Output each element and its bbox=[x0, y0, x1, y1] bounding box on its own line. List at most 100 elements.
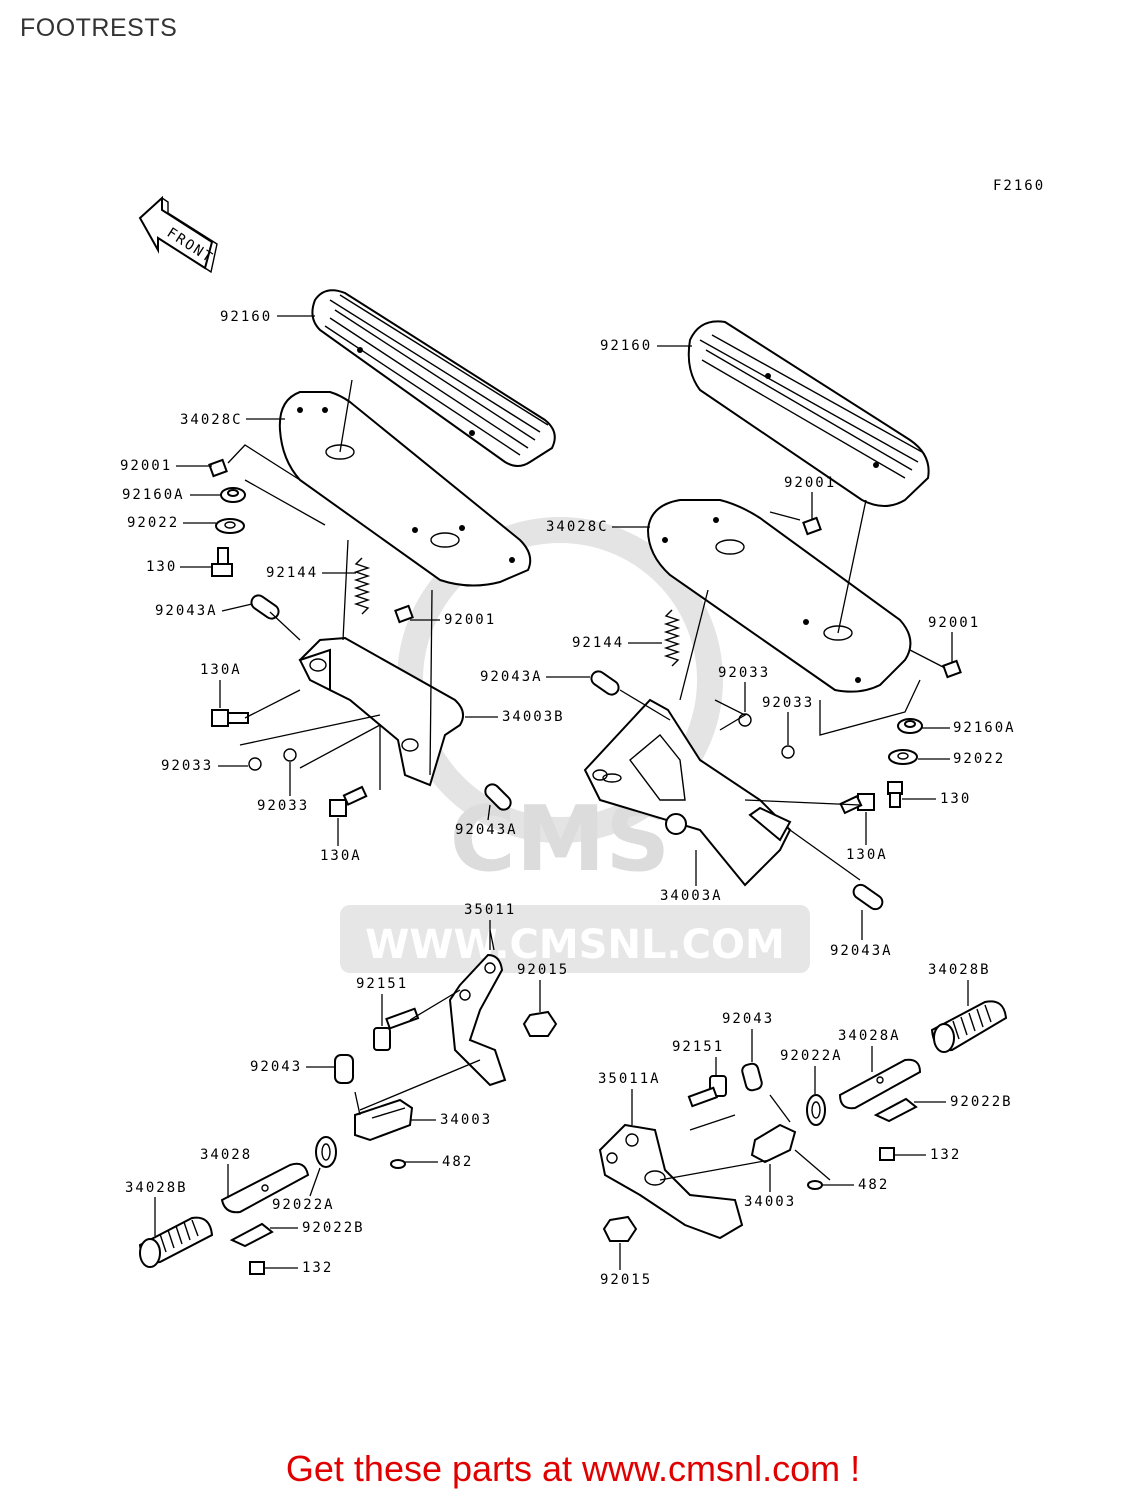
label-92160: 92160 bbox=[220, 309, 272, 325]
label-92033-c: 92033 bbox=[718, 665, 770, 681]
label-92043a-d: 92043A bbox=[830, 943, 893, 959]
label-130: 130 bbox=[146, 559, 177, 575]
figure-code: F2160 bbox=[993, 178, 1045, 194]
washer-92160a-icon bbox=[220, 487, 246, 503]
front-arrow-icon: FRONT bbox=[138, 195, 218, 274]
label-130a: 130A bbox=[200, 662, 242, 678]
bolt-130a-b-icon bbox=[329, 785, 368, 817]
left-floorboard-rubber bbox=[311, 289, 556, 467]
label-34028a: 34028A bbox=[838, 1028, 901, 1044]
clip-92033-icon bbox=[248, 748, 297, 771]
label-92160-b: 92160 bbox=[600, 338, 652, 354]
bolt-92151-b-icon bbox=[687, 1075, 727, 1108]
pin-92043-icon bbox=[334, 1054, 354, 1084]
bolt-130a-icon bbox=[211, 709, 249, 727]
label-92001-b: 92001 bbox=[444, 612, 496, 628]
left-leader-lines bbox=[227, 444, 381, 790]
label-92001-d: 92001 bbox=[928, 615, 980, 631]
exploded-parts-diagram: CMS WWW.CMSNL.COM F2160 FRONT bbox=[120, 178, 1045, 1288]
bracket-35011a bbox=[598, 1123, 744, 1240]
part-labels: 92160 34028C 92001 92160A 92022 130 9214… bbox=[120, 309, 1014, 1288]
label-482-b: 482 bbox=[858, 1177, 889, 1193]
label-92151-b: 92151 bbox=[672, 1039, 724, 1055]
bolt-130-icon bbox=[211, 547, 233, 577]
right-peg-leaders bbox=[659, 1094, 831, 1181]
plate-92022b-b-icon bbox=[873, 1097, 918, 1123]
label-482: 482 bbox=[442, 1154, 473, 1170]
label-92022b: 92022B bbox=[302, 1220, 365, 1236]
bracket-35011 bbox=[448, 953, 507, 1087]
label-35011a: 35011A bbox=[598, 1071, 661, 1087]
peg-34028-icon bbox=[220, 1162, 310, 1214]
label-34028c-b: 34028C bbox=[546, 519, 609, 535]
plate-92022b-icon bbox=[229, 1222, 274, 1248]
left-spring bbox=[353, 557, 371, 615]
label-92043-b: 92043 bbox=[722, 1011, 774, 1027]
label-92022a: 92022A bbox=[272, 1197, 335, 1213]
left-bracket-34003b bbox=[298, 539, 465, 787]
label-92144-b: 92144 bbox=[572, 635, 624, 651]
label-92001: 92001 bbox=[120, 458, 172, 474]
label-132: 132 bbox=[302, 1260, 333, 1276]
clip-92033-c-icon bbox=[738, 713, 795, 759]
bolt-132-icon bbox=[249, 1261, 265, 1275]
label-92033: 92033 bbox=[161, 758, 213, 774]
label-92022-b: 92022 bbox=[953, 751, 1005, 767]
label-35011: 35011 bbox=[464, 902, 516, 918]
right-spring bbox=[663, 609, 681, 667]
washer-92022a-icon bbox=[315, 1136, 337, 1168]
label-92022b-b: 92022B bbox=[950, 1094, 1013, 1110]
label-92033-b: 92033 bbox=[257, 798, 309, 814]
label-34003b: 34003B bbox=[502, 709, 565, 725]
label-92022: 92022 bbox=[127, 515, 179, 531]
pin-92043a-c-icon bbox=[590, 670, 620, 696]
label-130a-c: 130A bbox=[846, 847, 888, 863]
label-92015-b: 92015 bbox=[600, 1272, 652, 1288]
bolt-92001-b-icon bbox=[394, 604, 414, 624]
label-34028: 34028 bbox=[200, 1147, 252, 1163]
bolt-132-b-icon bbox=[879, 1147, 895, 1161]
right-leader-lines bbox=[619, 511, 946, 881]
label-92043a-c: 92043A bbox=[480, 669, 543, 685]
label-132-b: 132 bbox=[930, 1147, 961, 1163]
label-92144: 92144 bbox=[266, 565, 318, 581]
label-92033-d: 92033 bbox=[762, 695, 814, 711]
right-bracket-34003a bbox=[583, 589, 792, 887]
label-34003a: 34003A bbox=[660, 888, 723, 904]
label-130-b: 130 bbox=[940, 791, 971, 807]
label-130a-b: 130A bbox=[320, 848, 362, 864]
pin-92043a-icon bbox=[250, 594, 280, 620]
footer-link-text[interactable]: Get these parts at www.cmsnl.com ! bbox=[285, 1448, 861, 1489]
right-floorboard-rubber bbox=[687, 320, 930, 507]
pin-92043-b-icon bbox=[741, 1062, 763, 1092]
label-34028b: 34028B bbox=[125, 1180, 188, 1196]
pin-92043a-d-icon bbox=[852, 883, 884, 911]
nut-92015-b-icon bbox=[602, 1215, 638, 1242]
nut-92015-icon bbox=[522, 1010, 558, 1037]
washer-92160a-b-icon bbox=[897, 718, 923, 734]
label-92043a: 92043A bbox=[155, 603, 218, 619]
washer-92022a-b-icon bbox=[806, 1094, 826, 1126]
label-34028c: 34028C bbox=[180, 412, 243, 428]
bolt-130-b-icon bbox=[887, 781, 903, 808]
label-92022a-b: 92022A bbox=[780, 1048, 843, 1064]
label-92043: 92043 bbox=[250, 1059, 302, 1075]
left-peg-leaders bbox=[354, 929, 495, 1116]
label-34003: 34003 bbox=[440, 1112, 492, 1128]
bolt-92001-icon bbox=[208, 458, 228, 478]
clip-482-b-icon bbox=[807, 1180, 823, 1190]
label-92151: 92151 bbox=[356, 976, 408, 992]
bolt-92001-d-icon bbox=[942, 659, 962, 679]
clevis-34003-b-icon bbox=[750, 1123, 797, 1164]
label-34003-b: 34003 bbox=[744, 1194, 796, 1210]
rubber-34028b-b-icon bbox=[930, 1000, 1008, 1053]
clevis-34003-icon bbox=[354, 1098, 414, 1142]
right-floorboard-plate bbox=[646, 499, 912, 693]
page-title: FOOTRESTS bbox=[20, 14, 178, 42]
label-92001-c: 92001 bbox=[784, 475, 836, 491]
bolt-130a-c-icon bbox=[839, 793, 875, 815]
label-92015: 92015 bbox=[517, 962, 569, 978]
bolt-92001-c-icon bbox=[802, 516, 822, 536]
label-92043a-b: 92043A bbox=[455, 822, 518, 838]
label-92160a: 92160A bbox=[122, 487, 185, 503]
